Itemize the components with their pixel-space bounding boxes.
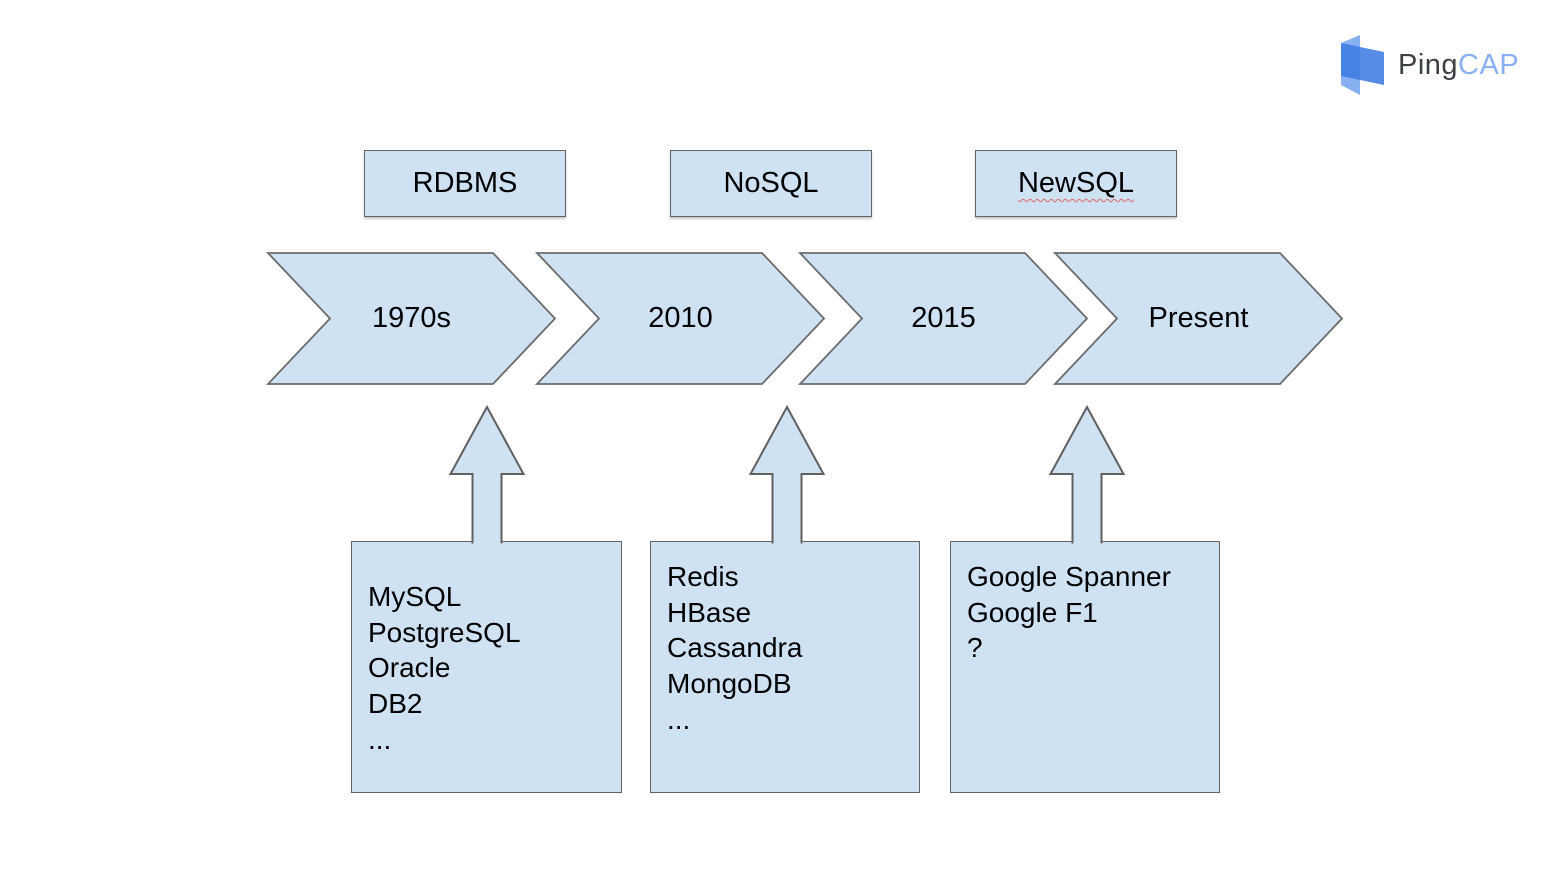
timeline-chevron-present	[1052, 252, 1344, 385]
timeline-label-text: 1970s	[371, 302, 451, 334]
timeline-chevron-2015	[797, 252, 1089, 385]
detail-item: Google Spanner	[967, 561, 1171, 592]
logo-icon-dark-shape	[1341, 43, 1384, 85]
category-box-rdbms: RDBMS	[364, 150, 566, 217]
detail-box-newsql-examples: Google Spanner Google F1 ?	[950, 541, 1220, 793]
timeline-label-present: Present	[1055, 253, 1342, 384]
detail-item: ?	[967, 632, 983, 664]
category-label: NoSQL	[723, 167, 819, 199]
timeline-label-text: Present	[1148, 302, 1249, 334]
category-label-spellcheck-squiggle: NewSQL	[1017, 167, 1135, 199]
timeline-label-text: 2015	[911, 302, 976, 334]
timeline-label-2015: 2015	[800, 253, 1087, 384]
detail-item: Google F1	[967, 596, 1098, 628]
detail-item: ...	[667, 703, 691, 735]
detail-item: DB2	[368, 688, 423, 720]
detail-box-rdbms-examples: MySQL PostgreSQL Oracle DB2 ...	[351, 541, 622, 793]
category-box-newsql: NewSQL	[975, 150, 1177, 217]
detail-item: Redis	[667, 561, 739, 592]
category-label: RDBMS	[412, 167, 518, 199]
pingcap-logo-text: PingCAP	[1398, 49, 1519, 82]
timeline-label-text: 2010	[648, 302, 713, 334]
pingcap-logo: PingCAP	[1334, 33, 1519, 101]
detail-item: PostgreSQL	[368, 616, 521, 648]
logo-text-ping: Ping	[1398, 48, 1459, 81]
detail-item: MongoDB	[667, 668, 792, 700]
timeline-chevron-1970s	[265, 252, 557, 385]
detail-item: Oracle	[368, 652, 451, 684]
detail-item: Cassandra	[667, 632, 803, 664]
detail-item: HBase	[667, 596, 752, 628]
detail-item: ...	[368, 723, 392, 755]
detail-item: MySQL	[368, 581, 462, 612]
timeline-label-1970s: 1970s	[268, 253, 555, 384]
timeline-chevron-2010	[534, 252, 826, 385]
category-box-nosql: NoSQL	[670, 150, 872, 217]
detail-box-nosql-examples: Redis HBase Cassandra MongoDB ...	[650, 541, 920, 793]
pingcap-logo-icon	[1341, 35, 1384, 95]
logo-text-cap: CAP	[1458, 48, 1520, 81]
timeline-label-2010: 2010	[537, 253, 824, 384]
